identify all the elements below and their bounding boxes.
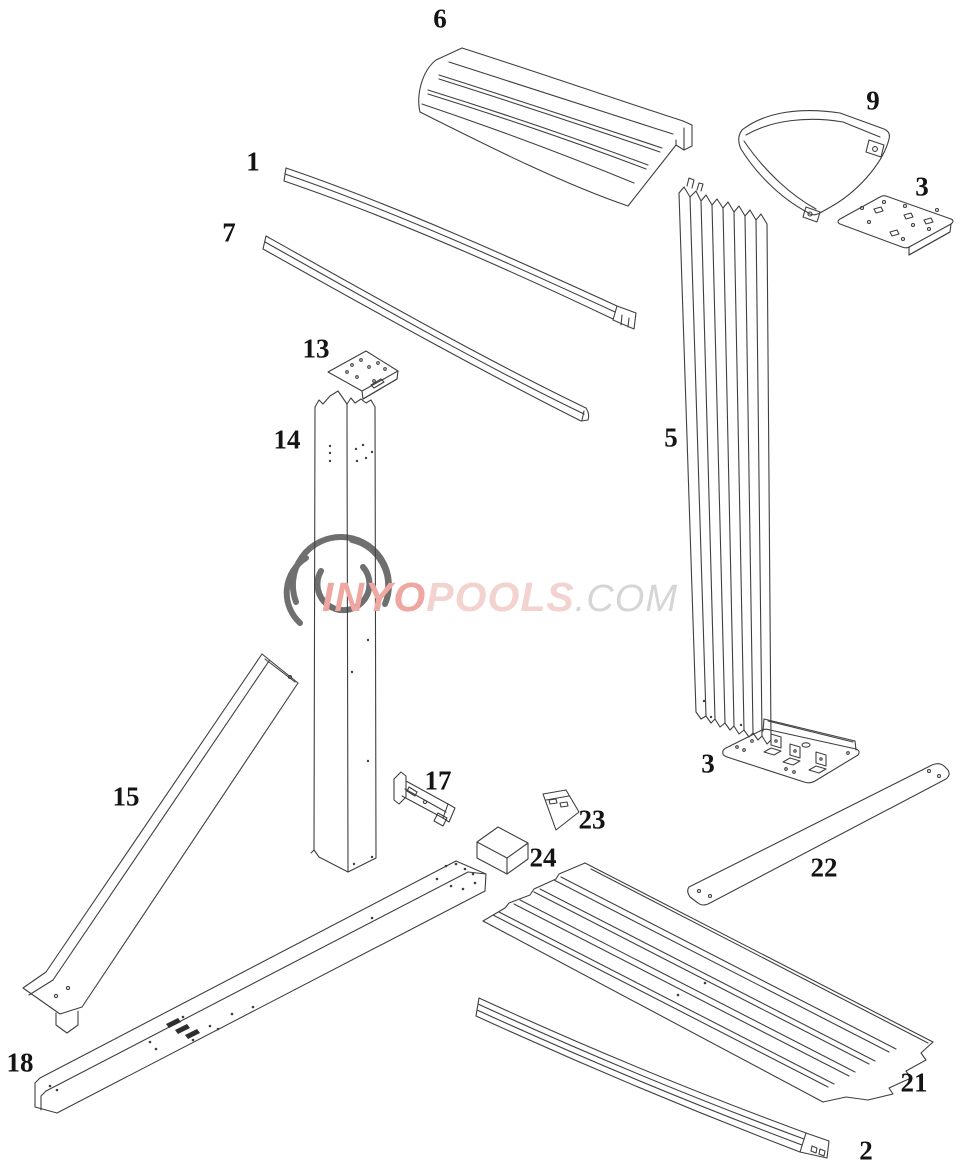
part-3-top-plate xyxy=(837,195,954,256)
part-6-top-ledge xyxy=(418,47,693,207)
part-label-13: 13 xyxy=(302,333,330,364)
part-label-14: 14 xyxy=(273,424,301,455)
part-9-top-cap xyxy=(738,110,890,223)
part-label-22: 22 xyxy=(810,852,838,883)
watermark: INYOPOOLS.COM xyxy=(322,574,678,620)
watermark-text-pools: POOLS xyxy=(426,574,575,620)
watermark-swirl-icon xyxy=(283,534,392,626)
part-label-24: 24 xyxy=(529,842,557,873)
part-label-21: 21 xyxy=(900,1067,928,1098)
part-18-bottom-channel xyxy=(34,860,487,1114)
part-23-slotted-plate xyxy=(542,789,580,831)
part-7-curved-rail xyxy=(262,235,590,422)
part-label-7: 7 xyxy=(222,217,236,248)
part-1-curved-top-rail xyxy=(283,167,637,330)
part-label-18: 18 xyxy=(6,1047,34,1078)
part-15-diagonal-channel xyxy=(22,653,299,1034)
part-label-1: 1 xyxy=(246,146,260,177)
part-14-upright-post xyxy=(310,390,377,873)
part-label-9: 9 xyxy=(866,85,880,116)
part-21-wall-panel xyxy=(482,862,934,1103)
part-2-curved-bottom-rail xyxy=(475,997,830,1159)
part-17-bracket xyxy=(393,771,456,827)
part-3-bottom-plate xyxy=(722,718,860,784)
watermark-text-inyo: INYO xyxy=(322,574,427,620)
part-label-6: 6 xyxy=(433,3,447,34)
part-label-5: 5 xyxy=(664,422,678,453)
part-label-3-top: 3 xyxy=(915,171,929,202)
watermark-text-com: .COM xyxy=(574,578,678,620)
part-5-fluted-upright xyxy=(678,177,772,745)
part-label-23: 23 xyxy=(578,804,606,835)
part-13-upright-top-plate xyxy=(327,350,399,400)
part-label-3-bottom: 3 xyxy=(701,748,715,779)
part-22-flat-strap xyxy=(687,763,950,906)
part-label-17: 17 xyxy=(424,765,452,796)
part-label-2: 2 xyxy=(859,1135,873,1166)
part-24-spacer-block xyxy=(476,826,529,875)
part-label-15: 15 xyxy=(112,781,140,812)
